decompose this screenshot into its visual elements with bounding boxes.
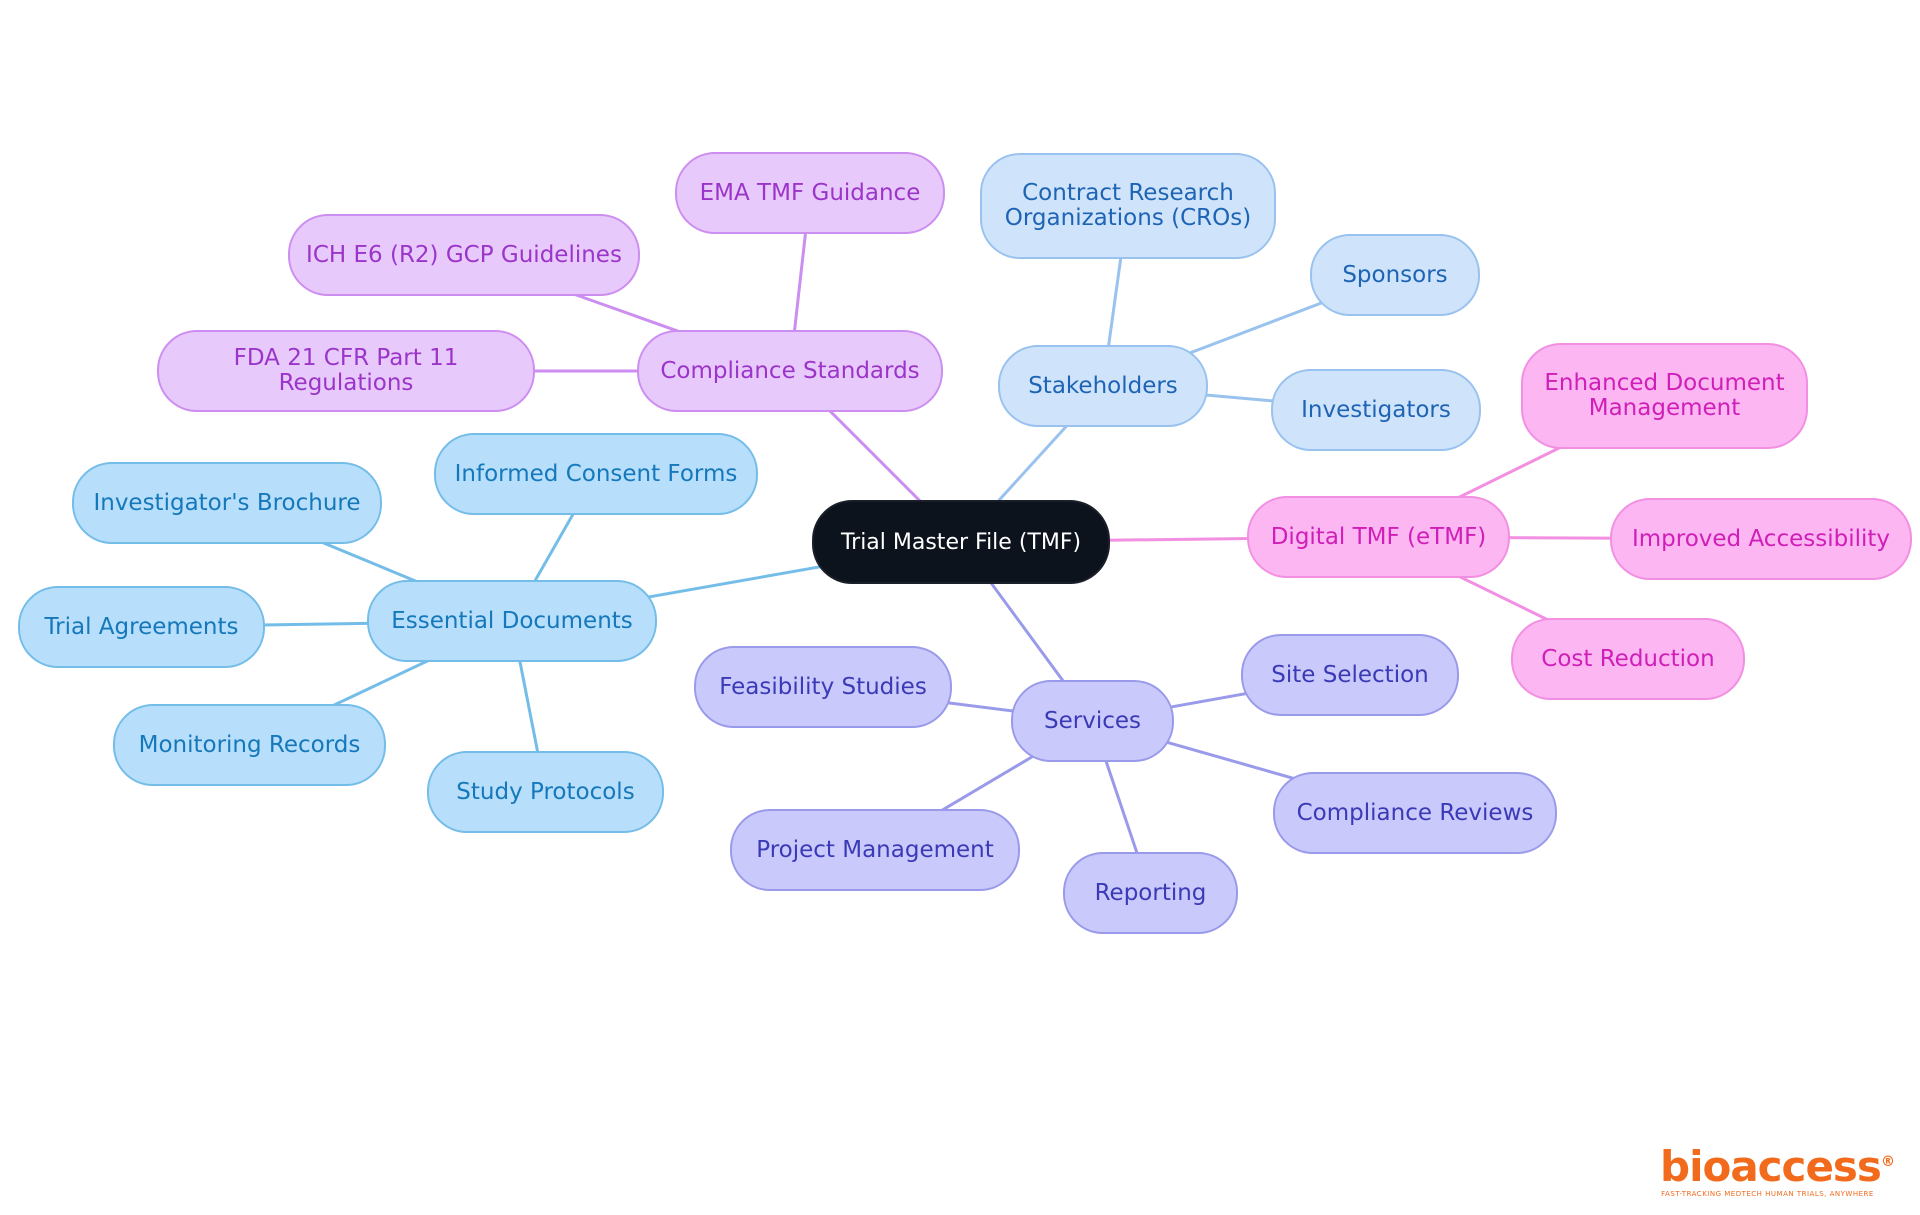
leaf-node-compliance-reviews: Compliance Reviews bbox=[1273, 772, 1557, 854]
branch-node-compliance-standards: Compliance Standards bbox=[637, 330, 943, 412]
leaf-node-contract-research-organizations-cros: Contract Research Organizations (CROs) bbox=[980, 153, 1276, 259]
bioaccess-logo: bioaccess® FAST-TRACKING MEDTECH HUMAN T… bbox=[1660, 1140, 1895, 1199]
leaf-node-investigator-s-brochure: Investigator's Brochure bbox=[72, 462, 382, 544]
logo-wordmark: bioaccess® bbox=[1660, 1140, 1895, 1189]
leaf-node-sponsors: Sponsors bbox=[1310, 234, 1480, 316]
leaf-node-trial-agreements: Trial Agreements bbox=[18, 586, 265, 668]
leaf-node-ema-tmf-guidance: EMA TMF Guidance bbox=[675, 152, 945, 234]
leaf-node-investigators: Investigators bbox=[1271, 369, 1481, 451]
leaf-node-feasibility-studies: Feasibility Studies bbox=[694, 646, 952, 728]
leaf-node-site-selection: Site Selection bbox=[1241, 634, 1459, 716]
leaf-node-cost-reduction: Cost Reduction bbox=[1511, 618, 1745, 700]
leaf-node-reporting: Reporting bbox=[1063, 852, 1238, 934]
leaf-node-informed-consent-forms: Informed Consent Forms bbox=[434, 433, 758, 515]
logo-wordmark-text: bioaccess bbox=[1660, 1142, 1882, 1191]
branch-node-services: Services bbox=[1011, 680, 1174, 762]
leaf-node-enhanced-document-management: Enhanced Document Management bbox=[1521, 343, 1808, 449]
leaf-node-fda-21-cfr-part-11-regulations: FDA 21 CFR Part 11 Regulations bbox=[157, 330, 535, 412]
root-node: Trial Master File (TMF) bbox=[812, 500, 1110, 584]
leaf-node-project-management: Project Management bbox=[730, 809, 1020, 891]
branch-node-digital-tmf-etmf: Digital TMF (eTMF) bbox=[1247, 496, 1510, 578]
leaf-node-improved-accessibility: Improved Accessibility bbox=[1610, 498, 1912, 580]
leaf-node-ich-e6-r2-gcp-guidelines: ICH E6 (R2) GCP Guidelines bbox=[288, 214, 640, 296]
leaf-node-study-protocols: Study Protocols bbox=[427, 751, 664, 833]
leaf-node-monitoring-records: Monitoring Records bbox=[113, 704, 386, 786]
branch-node-stakeholders: Stakeholders bbox=[998, 345, 1208, 427]
logo-tagline: FAST-TRACKING MEDTECH HUMAN TRIALS, ANYW… bbox=[1661, 1190, 1874, 1198]
logo-registered-mark: ® bbox=[1880, 1154, 1895, 1170]
branch-node-essential-documents: Essential Documents bbox=[367, 580, 657, 662]
